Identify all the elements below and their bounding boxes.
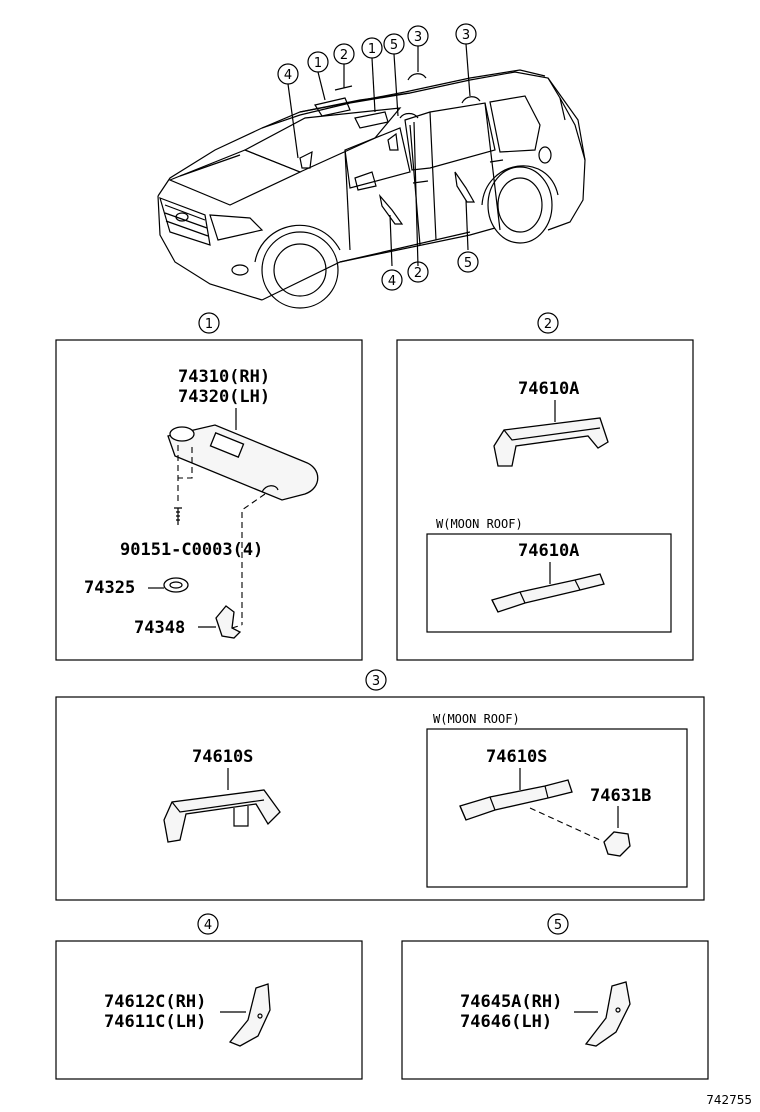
svg-text:1: 1: [368, 42, 376, 57]
svg-text:1: 1: [205, 317, 213, 332]
svg-text:2: 2: [340, 48, 348, 63]
svg-text:74646(LH): 74646(LH): [460, 1012, 552, 1032]
svg-text:74610S: 74610S: [192, 747, 253, 767]
svg-text:74612C(RH): 74612C(RH): [104, 992, 206, 1012]
svg-text:5: 5: [554, 918, 562, 933]
svg-text:W(MOON ROOF): W(MOON ROOF): [433, 712, 520, 726]
svg-text:5: 5: [464, 256, 472, 271]
svg-text:3: 3: [372, 674, 380, 689]
panel-3-assist-grip: 3 74610S W(MOON ROOF) 74610S 74631B: [55, 669, 705, 901]
svg-text:74645A(RH): 74645A(RH): [460, 992, 562, 1012]
svg-text:90151-C0003(4): 90151-C0003(4): [120, 540, 263, 560]
svg-text:4: 4: [284, 68, 292, 83]
svg-text:74611C(LH): 74611C(LH): [104, 1012, 206, 1032]
svg-text:3: 3: [462, 28, 470, 43]
svg-text:74631B: 74631B: [590, 786, 651, 806]
svg-text:74310(RH): 74310(RH): [178, 367, 270, 387]
svg-text:4: 4: [204, 918, 212, 933]
svg-text:74610S: 74610S: [486, 747, 547, 767]
panel-1-sun-visor: 1 74310(RH) 74320(LH) 90151-C0003(4) 743…: [55, 312, 363, 661]
svg-text:3: 3: [414, 30, 422, 45]
svg-text:4: 4: [388, 274, 396, 289]
vehicle-callouts: 4 1 2 1 5 3 3 4 2 5: [277, 23, 479, 291]
svg-text:5: 5: [390, 38, 398, 53]
panel-2-assist-grip: 2 74610A W(MOON ROOF) 74610A: [396, 312, 694, 661]
panel-5-pillar-garnish: 5 74645A(RH) 74646(LH): [401, 913, 709, 1080]
svg-text:1: 1: [314, 56, 322, 71]
svg-text:2: 2: [544, 317, 552, 332]
svg-text:74610A: 74610A: [518, 541, 579, 561]
svg-text:W(MOON ROOF): W(MOON ROOF): [436, 517, 523, 531]
svg-text:74348: 74348: [134, 618, 185, 638]
panel-4-pillar-garnish: 4 74612C(RH) 74611C(LH): [55, 913, 363, 1080]
vehicle-illustration: [157, 43, 586, 309]
illustration-ref-code: 742755: [706, 1093, 752, 1107]
svg-text:2: 2: [414, 266, 422, 281]
svg-text:74610A: 74610A: [518, 379, 579, 399]
svg-text:74320(LH): 74320(LH): [178, 387, 270, 407]
svg-text:74325: 74325: [84, 578, 135, 598]
